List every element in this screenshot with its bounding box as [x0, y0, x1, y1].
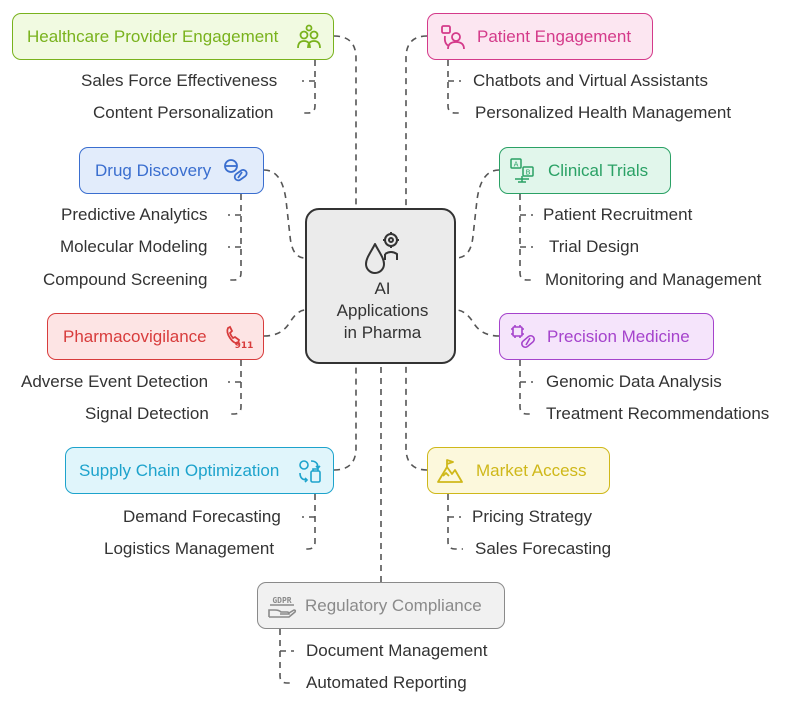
- item-treatment-recommendations: Treatment Recommendations: [546, 404, 770, 423]
- node-label: Market Access: [476, 460, 587, 480]
- node-healthcare-provider-engagement[interactable]: Healthcare Provider Engagement: [12, 13, 334, 60]
- item-genomic-data-analysis: Genomic Data Analysis: [546, 372, 722, 391]
- bracket-patient: [447, 60, 463, 114]
- node-label: Healthcare Provider Engagement: [27, 26, 279, 46]
- drop-gear-icon: [365, 232, 399, 274]
- bracket-pharmacovigilance: [228, 360, 242, 415]
- connector-precision: [455, 309, 500, 337]
- connector-market: [405, 364, 428, 471]
- bracket-drug: [228, 194, 242, 281]
- connector-supply: [333, 364, 357, 471]
- item-monitoring-and-management: Monitoring and Management: [545, 270, 762, 289]
- people-icon: [297, 24, 321, 48]
- item-adverse-event-detection: Adverse Event Detection: [21, 372, 209, 391]
- bracket-regulatory: [279, 629, 294, 684]
- bracket-supply: [302, 494, 316, 550]
- bracket-healthcare: [302, 60, 316, 114]
- item-patient-recruitment: Patient Recruitment: [543, 205, 693, 224]
- svg-text:GDPR: GDPR: [272, 596, 291, 605]
- mountain-flag-icon: [437, 458, 463, 483]
- node-clinical-trials[interactable]: A B Clinical Trials: [499, 147, 671, 194]
- item-logistics-management: Logistics Management: [104, 539, 275, 558]
- node-label: Clinical Trials: [548, 160, 649, 180]
- node-supply-chain-optimization[interactable]: Supply Chain Optimization: [65, 447, 334, 494]
- node-drug-discovery[interactable]: Drug Discovery: [79, 147, 264, 194]
- center-title: AI Applications in Pharma: [336, 279, 429, 342]
- svg-text:A: A: [514, 160, 519, 168]
- connector-clinical: [455, 169, 500, 259]
- node-pharmacovigilance[interactable]: Pharmacovigilance 911: [47, 313, 264, 360]
- svg-text:B: B: [526, 168, 531, 176]
- item-predictive-analytics: Predictive Analytics: [61, 205, 208, 224]
- ab-test-icon: A B: [510, 157, 534, 183]
- item-compound-screening: Compound Screening: [43, 270, 208, 289]
- svg-text:911: 911: [235, 341, 254, 350]
- pills-icon: [224, 158, 248, 181]
- node-market-access[interactable]: Market Access: [427, 447, 610, 494]
- emergency-call-icon: 911: [226, 325, 254, 350]
- supply-cycle-icon: [299, 459, 321, 483]
- item-sales-forecasting: Sales Forecasting: [475, 539, 612, 558]
- node-precision-medicine[interactable]: Precision Medicine: [499, 313, 714, 360]
- node-label: Drug Discovery: [95, 160, 212, 180]
- item-trial-design: Trial Design: [549, 237, 640, 256]
- center-node: AI Applications in Pharma: [305, 208, 456, 364]
- item-personalized-health-management: Personalized Health Management: [475, 103, 732, 122]
- connector-pharmacovigilance: [263, 309, 306, 337]
- node-label: Patient Engagement: [477, 26, 632, 46]
- bracket-market: [447, 494, 463, 550]
- node-label: Pharmacovigilance: [63, 326, 207, 346]
- item-sales-force-effectiveness: Sales Force Effectiveness: [81, 71, 278, 90]
- item-document-management: Document Management: [306, 641, 488, 660]
- node-label: Supply Chain Optimization: [79, 460, 280, 480]
- item-pricing-strategy: Pricing Strategy: [472, 507, 592, 526]
- connector-patient: [405, 35, 428, 208]
- item-automated-reporting: Automated Reporting: [306, 673, 467, 692]
- gdpr-hand-icon: GDPR: [268, 596, 297, 618]
- chip-pill-icon: [511, 324, 535, 348]
- item-chatbots-and-virtual-assistants: Chatbots and Virtual Assistants: [473, 71, 708, 90]
- bracket-clinical: [519, 194, 533, 281]
- node-patient-engagement[interactable]: Patient Engagement: [427, 13, 653, 60]
- node-label: Regulatory Compliance: [305, 595, 482, 615]
- bracket-precision: [519, 360, 533, 415]
- connector-drug: [263, 169, 306, 259]
- patient-chat-icon: [441, 24, 465, 49]
- item-signal-detection: Signal Detection: [85, 404, 209, 423]
- item-content-personalization: Content Personalization: [93, 103, 274, 122]
- node-regulatory-compliance[interactable]: GDPR Regulatory Compliance: [257, 582, 505, 629]
- item-molecular-modeling: Molecular Modeling: [60, 237, 208, 256]
- node-label: Precision Medicine: [547, 326, 690, 346]
- connector-healthcare: [333, 35, 357, 208]
- item-demand-forecasting: Demand Forecasting: [123, 507, 281, 526]
